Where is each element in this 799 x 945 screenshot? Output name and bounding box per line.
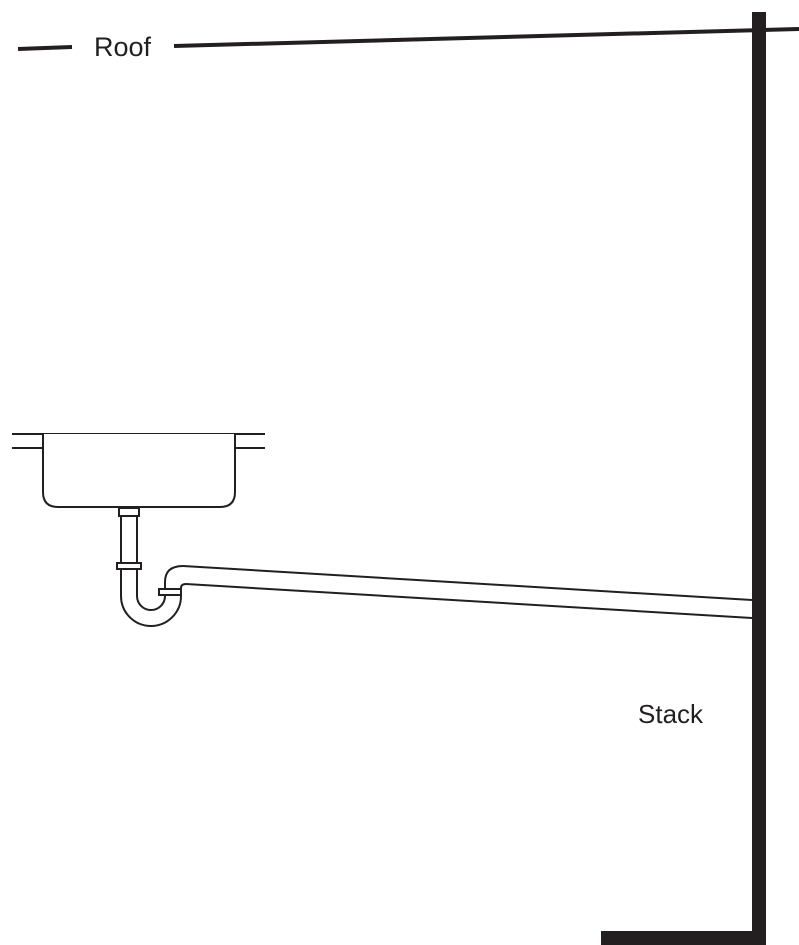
p-trap bbox=[120, 565, 187, 627]
roof-line-left-segment bbox=[17, 45, 73, 51]
stack-label: Stack bbox=[638, 699, 704, 729]
sink-tailpiece bbox=[116, 507, 142, 596]
drain-pipe bbox=[182, 565, 753, 619]
sink-bowl bbox=[42, 434, 236, 508]
roof-line-right-segment bbox=[173, 27, 799, 48]
stack-pipe bbox=[601, 12, 766, 945]
stack-foot bbox=[601, 931, 766, 945]
roof-line bbox=[17, 27, 799, 51]
stack-vertical bbox=[752, 12, 766, 945]
roof-label: Roof bbox=[91, 31, 155, 63]
